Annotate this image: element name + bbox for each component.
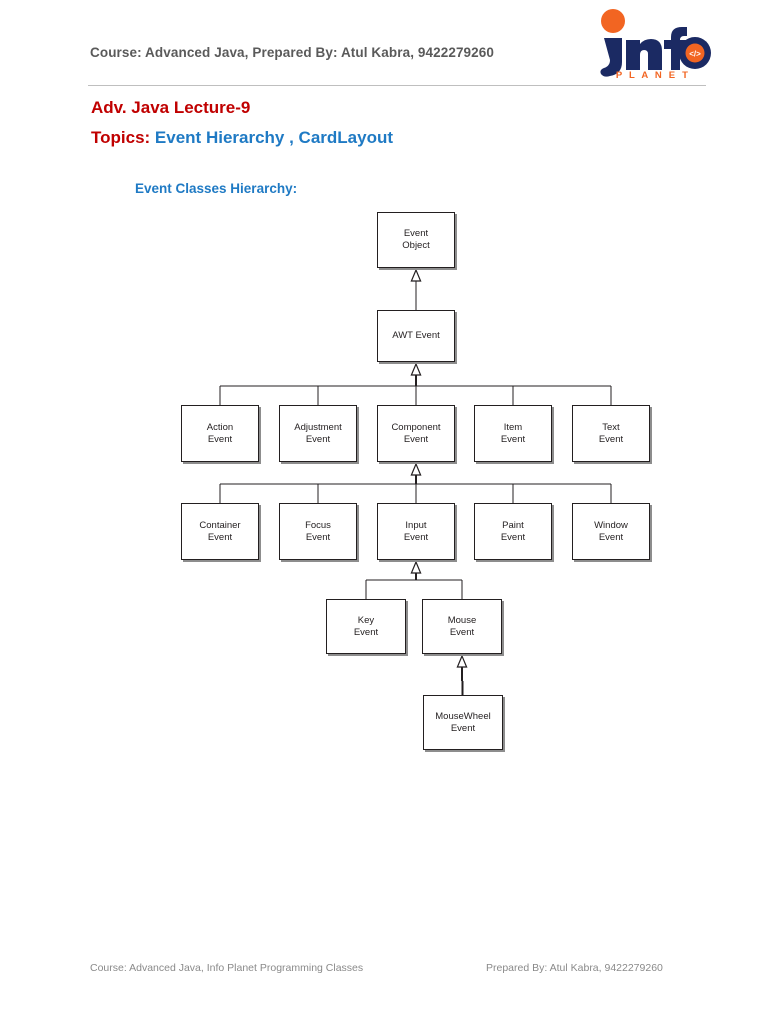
logo-i-stroke-icon — [600, 38, 622, 77]
node-label: AWT Event — [392, 330, 440, 341]
inheritance-arrowhead-icon — [410, 462, 422, 476]
node-label: Event Object — [402, 228, 430, 251]
node-label: Component Event — [391, 421, 441, 445]
node-action-event: Action Event — [181, 405, 259, 462]
diagram-connector-layer — [219, 268, 612, 695]
node-label: Action Event — [206, 421, 234, 445]
node-focus-event: Focus Event — [279, 503, 357, 560]
info-planet-logo: </> P L A N E T — [594, 8, 712, 80]
inheritance-arrowhead-icon — [410, 268, 422, 282]
inheritance-arrowhead-icon — [410, 362, 422, 376]
node-label: MouseWheel Event — [435, 710, 491, 734]
topics-value: Event Hierarchy , CardLayout — [154, 128, 393, 147]
node-label: Input Event — [403, 519, 429, 543]
section-heading-event-classes-hierarchy: Event Classes Hierarchy: — [135, 181, 298, 196]
logo-code-badge-icon — [685, 43, 705, 63]
node-label: Item Event — [500, 421, 526, 445]
node-label: Mouse Event — [447, 614, 477, 638]
inheritance-arrowhead-icon — [410, 560, 422, 574]
node-window-event: Window Event — [572, 503, 650, 560]
node-label: Text Event — [598, 421, 624, 445]
footer-author-text: Prepared By: Atul Kabra, 9422279260 — [486, 962, 663, 974]
node-text-event: Text Event — [572, 405, 650, 462]
node-label: Key Event — [353, 614, 379, 638]
topics-label: Topics: — [91, 128, 151, 147]
node-input-event: Input Event — [377, 503, 455, 560]
footer-course-text: Course: Advanced Java, Info Planet Progr… — [90, 962, 364, 974]
node-label: Focus Event — [305, 519, 331, 543]
header-course-line: Course: Advanced Java, Prepared By: Atul… — [90, 45, 494, 60]
header-divider — [88, 85, 706, 86]
node-awt-event: AWT Event — [377, 310, 455, 362]
logo-code-glyph: </> — [689, 50, 701, 59]
lecture-title: Adv. Java Lecture-9 — [91, 98, 251, 117]
inheritance-arrowhead-icon — [456, 654, 468, 668]
node-item-event: Item Event — [474, 405, 552, 462]
logo-letter-f-icon — [664, 27, 687, 70]
node-label: Container Event — [199, 519, 241, 543]
node-key-event: Key Event — [326, 599, 406, 654]
logo-dot-icon — [601, 9, 625, 33]
node-mouse-event: Mouse Event — [422, 599, 502, 654]
node-adjustment-event: Adjustment Event — [279, 405, 357, 462]
node-label: Window Event — [594, 519, 628, 543]
logo-letter-n-icon — [626, 39, 662, 70]
node-label: Adjustment Event — [294, 421, 342, 445]
node-label: Paint Event — [500, 519, 526, 543]
node-event-object: Event Object — [377, 212, 455, 268]
node-mousewheel-event: MouseWheel Event — [423, 695, 503, 750]
node-paint-event: Paint Event — [474, 503, 552, 560]
logo-tagline: P L A N E T — [616, 70, 690, 80]
node-component-event: Component Event — [377, 405, 455, 462]
topics-line: Topics: Event Hierarchy , CardLayout — [91, 128, 393, 148]
node-container-event: Container Event — [181, 503, 259, 560]
